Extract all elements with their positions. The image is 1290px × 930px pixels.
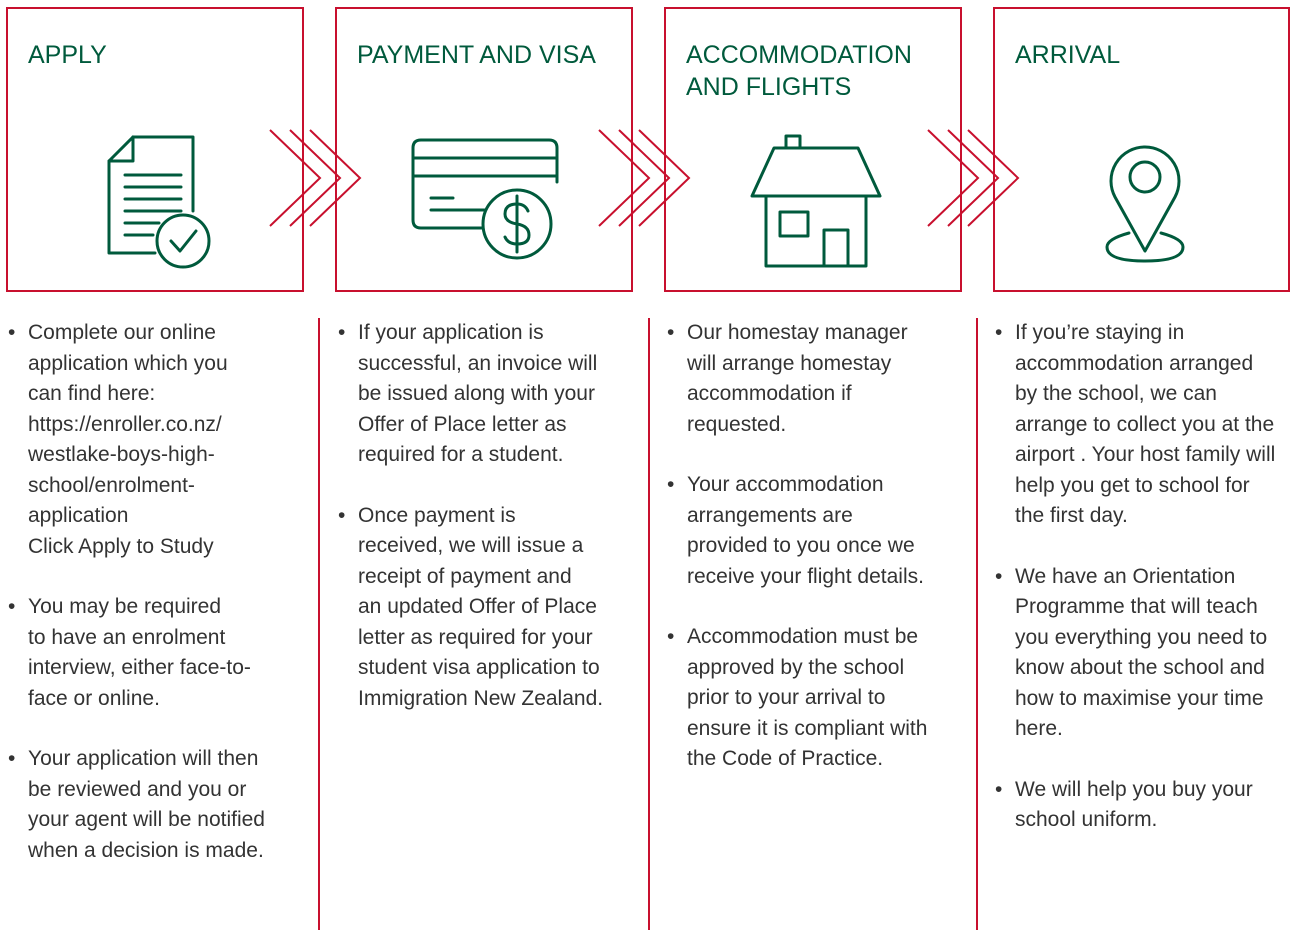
list-item: •Accommodation must be approved by the s… [667, 625, 928, 770]
step-box-accommodation: ACCOMMODATION AND FLIGHTS [664, 7, 962, 292]
step-details-apply: •Complete our online application which y… [6, 318, 306, 896]
column-divider [976, 318, 978, 930]
list-item: •Your accommodation arrangements are pro… [667, 473, 924, 588]
house-icon [750, 134, 882, 268]
step-box-payment: PAYMENT AND VISA [335, 7, 633, 292]
list-item: •You may be required to have an enrolmen… [8, 595, 251, 710]
list-item: •If your application is successful, an i… [338, 321, 598, 466]
chevron-arrows-icon [269, 129, 362, 227]
step-title: ACCOMMODATION AND FLIGHTS [686, 41, 912, 101]
step-box-arrival: ARRIVAL [993, 7, 1290, 292]
chevron-arrows-icon [598, 129, 691, 227]
list-item: •Complete our online application which y… [8, 321, 228, 558]
list-item: •Once payment is received, we will issue… [338, 503, 604, 710]
step-box-apply: APPLY [6, 7, 304, 292]
location-pin-icon [1105, 145, 1185, 263]
step-title: APPLY [28, 41, 107, 69]
list-item: •We have an Orientation Programme that w… [995, 564, 1268, 741]
step-title: ARRIVAL [1015, 41, 1121, 69]
column-divider [318, 318, 320, 930]
credit-card-dollar-icon [411, 138, 559, 260]
column-divider [648, 318, 650, 930]
list-item: •We will help you buy your school unifor… [995, 777, 1253, 832]
list-item: •If you’re staying in accommodation arra… [995, 321, 1276, 527]
step-title: PAYMENT AND VISA [357, 41, 596, 69]
list-item: •Our homestay manager will arrange homes… [667, 321, 908, 436]
step-details-payment: •If your application is successful, an i… [336, 318, 641, 744]
chevron-arrows-icon [927, 129, 1020, 227]
list-item: •Your application will then be reviewed … [8, 747, 265, 862]
step-details-arrival: •If you’re staying in accommodation arra… [993, 318, 1290, 866]
step-details-accommodation: •Our homestay manager will arrange homes… [665, 318, 970, 805]
document-check-icon [107, 135, 211, 269]
